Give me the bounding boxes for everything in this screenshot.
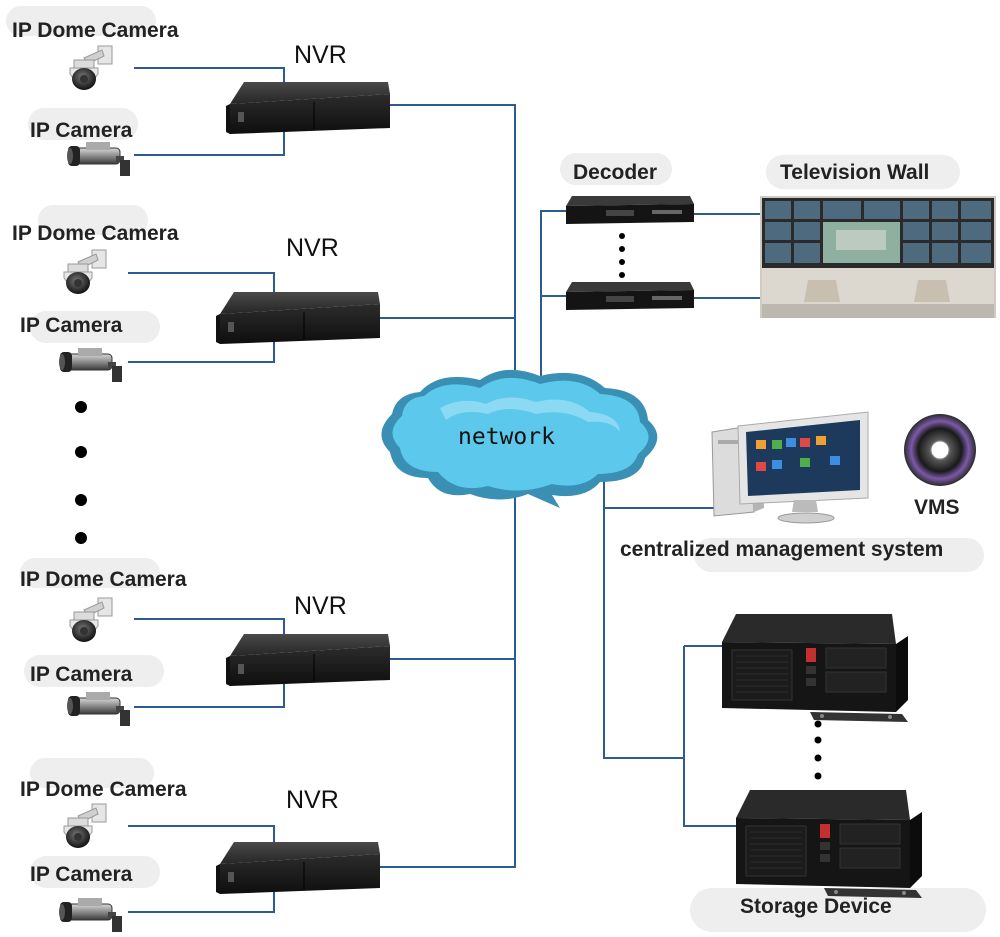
ip-camera-label: IP Camera [30,863,133,886]
ip-dome-camera-label: IP Dome Camera [20,778,187,801]
storage-server-icon [735,789,923,899]
centralized-management-system-label: centralized management system [620,538,943,561]
ip-dome-camera-label: IP Dome Camera [12,222,179,245]
nvr-label: NVR [294,592,347,620]
more-groups-dots [75,401,87,544]
decoder-icon [566,196,694,224]
ip-dome-camera-icon [69,45,113,91]
television-wall-label: Television Wall [780,161,929,184]
ip-dome-camera-icon [63,803,107,849]
vms-disc-icon [904,414,976,486]
management-computer-icon [711,411,869,524]
nvr-icon [225,81,391,135]
storage-device-label: Storage Device [740,895,892,918]
connection-lines [128,67,760,913]
vms-label: VMS [914,496,960,519]
storage-dots [814,720,822,780]
ip-dome-camera-label: IP Dome Camera [20,568,187,591]
network-label: network [458,424,555,450]
nvr-icon [225,633,391,687]
ip-camera-label: IP Camera [30,119,133,142]
television-wall-icon [760,196,996,318]
nvr-icon [215,291,381,345]
ip-camera-icon [66,141,131,177]
nvr-label: NVR [286,234,339,262]
nvr-icon [215,841,381,895]
decoder-icon [566,282,694,310]
ip-dome-camera-icon [69,597,113,643]
ip-camera-icon [66,691,131,727]
network-cloud-icon [381,369,658,508]
nvr-label: NVR [294,41,347,69]
ip-camera-label: IP Camera [20,314,123,337]
ip-camera-icon [58,347,123,383]
ip-dome-camera-icon [63,249,107,295]
label-halos [6,6,986,932]
decoder-dots [619,233,625,278]
storage-server-icon [721,613,909,723]
ip-camera-icon [58,897,123,933]
ip-camera-label: IP Camera [30,663,133,686]
nvr-label: NVR [286,786,339,814]
decoder-label: Decoder [573,161,657,184]
ip-dome-camera-label: IP Dome Camera [12,19,179,42]
